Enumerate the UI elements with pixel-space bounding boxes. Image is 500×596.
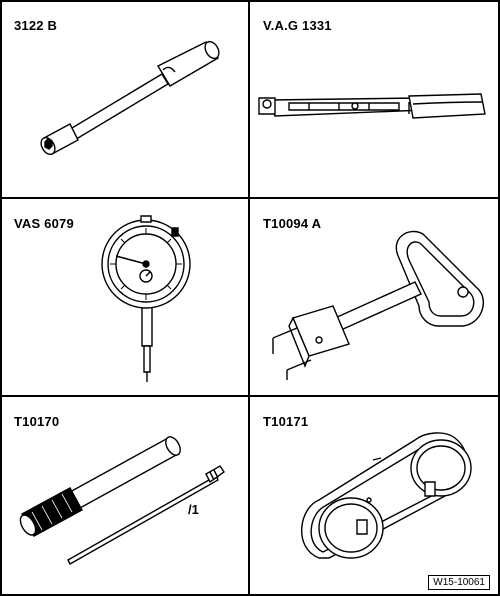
torque-wrench-illustration [249, 0, 500, 198]
dial-gauge-illustration [0, 198, 249, 396]
tool-cell-vas6079: VAS 6079 [0, 198, 249, 396]
tool-cell-vag1331: V.A.G 1331 [249, 0, 500, 198]
tool-label: T10094 A [263, 216, 322, 231]
tool-label: T10171 [263, 414, 309, 429]
tool-label: VAS 6079 [14, 216, 74, 231]
tool-cell-t10094a: T10094 A [249, 198, 500, 396]
figure-reference: W15-10061 [428, 575, 490, 590]
tool-cell-3122b: 3122 B [0, 0, 249, 198]
pin-and-rod-illustration [0, 396, 249, 596]
part-callout: /1 [188, 502, 199, 517]
tool-label: T10170 [14, 414, 60, 429]
t-handle-tool-illustration [249, 198, 500, 396]
tool-cell-t10170: T10170 /1 [0, 396, 249, 596]
locking-plate-illustration [249, 396, 500, 596]
tool-cell-t10171: T10171 W15-10061 [249, 396, 500, 596]
tool-label: 3122 B [14, 18, 58, 33]
socket-wrench-illustration [0, 0, 249, 198]
tool-label: V.A.G 1331 [263, 18, 332, 33]
